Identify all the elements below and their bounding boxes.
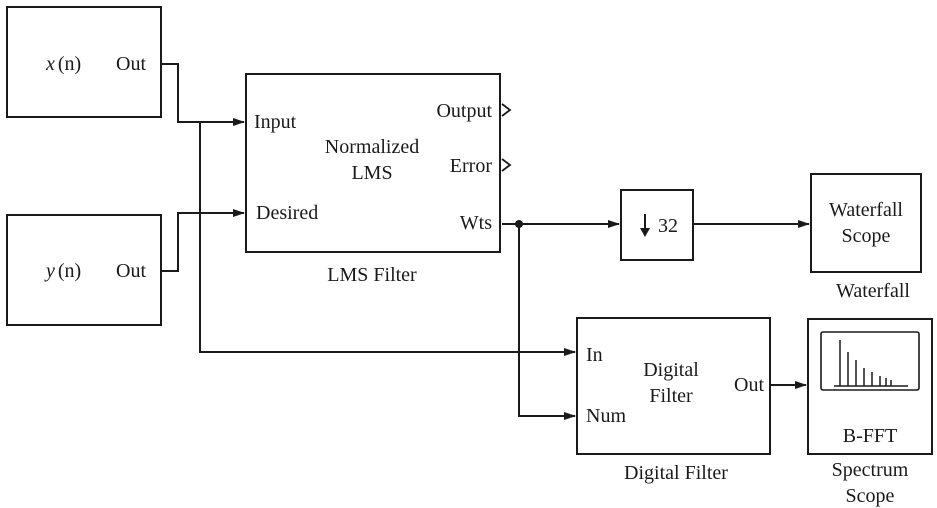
lms-wts-port-label: Wts <box>460 212 492 234</box>
lms-filter-block[interactable]: Input Desired Normalized LMS Output Erro… <box>245 73 512 253</box>
x-source-block[interactable]: x(n) Out <box>6 6 162 118</box>
waterfall-scope-block[interactable]: Waterfall Scope <box>810 173 922 273</box>
digital-filter-in-port-label: In <box>586 344 603 366</box>
waterfall-caption: Waterfall <box>836 280 910 302</box>
y-source-signal-label: y(n) <box>44 260 81 282</box>
spectrum-display-screen <box>820 331 920 391</box>
wire-y-to-lms-desired[interactable] <box>161 209 245 272</box>
digital-filter-out-port-label: Out <box>734 374 764 396</box>
spectrum-plot-icon <box>834 340 908 387</box>
lms-error-port-label: Error <box>450 155 493 177</box>
lms-filter-caption: LMS Filter <box>327 264 417 286</box>
digital-filter-title-line2: Filter <box>649 385 693 407</box>
lms-title-line2: LMS <box>351 162 392 184</box>
digital-filter-block[interactable]: In Num Digital Filter Out <box>576 317 771 455</box>
wire-wts-to-digital-filter-num[interactable] <box>518 224 576 420</box>
spectrum-scope-block[interactable]: B-FFT <box>807 318 933 455</box>
x-source-out-port-label: Out <box>116 53 146 75</box>
waterfall-label-line2: Scope <box>842 225 891 247</box>
x-source-signal-label: x(n) <box>45 53 81 75</box>
digital-filter-num-port-label: Num <box>586 405 626 427</box>
digital-filter-box <box>576 317 771 455</box>
y-source-box <box>6 214 162 326</box>
lms-filter-box <box>245 73 501 253</box>
lms-title-line1: Normalized <box>325 136 419 158</box>
lms-desired-port-label: Desired <box>256 202 318 224</box>
wire-x-to-lms-input[interactable] <box>161 63 245 126</box>
lms-output-port-chevron <box>501 103 512 117</box>
y-source-block[interactable]: y(n) Out <box>6 214 162 326</box>
down-arrow-icon <box>640 228 650 237</box>
spectrum-scope-label: B-FFT <box>843 425 897 447</box>
digital-filter-title-line1: Digital <box>643 359 699 381</box>
x-source-box <box>6 6 162 118</box>
lms-input-port-label: Input <box>254 111 297 133</box>
waterfall-label-line1: Waterfall <box>829 199 903 221</box>
wire-x-branch-to-digital-filter-in[interactable] <box>199 122 576 356</box>
spectrum-scope-caption-line2: Scope <box>846 485 895 507</box>
y-source-out-port-label: Out <box>116 260 146 282</box>
digital-filter-caption: Digital Filter <box>624 462 728 484</box>
waterfall-box <box>810 173 922 273</box>
downsample-box <box>620 189 694 261</box>
downsample-block[interactable]: 32 <box>620 189 694 261</box>
downsample-factor-label: 32 <box>658 215 678 237</box>
lms-output-port-label: Output <box>436 100 492 122</box>
spectrum-scope-caption-line1: Spectrum <box>832 459 909 481</box>
lms-error-port-chevron <box>501 158 512 172</box>
